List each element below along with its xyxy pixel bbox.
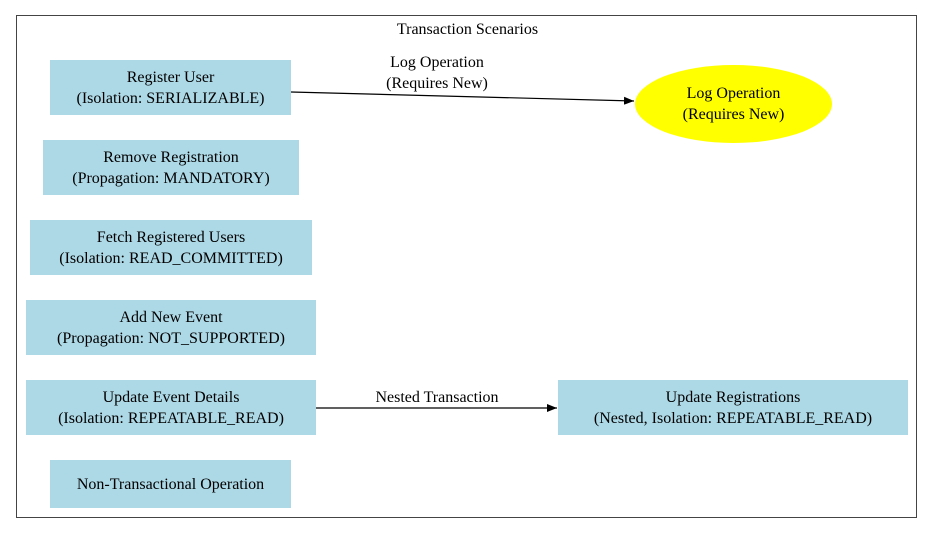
node-add-new-event[interactable]: Add New Event (Propagation: NOT_SUPPORTE… — [26, 300, 316, 355]
node-remove-registration[interactable]: Remove Registration (Propagation: MANDAT… — [43, 140, 299, 195]
node-add-new-event-line1: Add New Event — [119, 308, 223, 326]
node-fetch-registered-users-line2: (Isolation: READ_COMMITTED) — [59, 249, 283, 267]
node-log-operation-line2: (Requires New) — [682, 106, 785, 123]
node-update-event-details-line1: Update Event Details — [102, 388, 240, 406]
node-register-user-line2: (Isolation: SERIALIZABLE) — [76, 89, 265, 107]
node-update-registrations-line2: (Nested, Isolation: REPEATABLE_READ) — [593, 409, 873, 427]
node-register-user-line1: Register User — [126, 68, 215, 86]
node-update-event-details-line2: (Isolation: REPEATABLE_READ) — [58, 409, 284, 427]
node-remove-registration-line2: (Propagation: MANDATORY) — [72, 169, 270, 187]
node-log-operation-line1: Log Operation — [686, 85, 781, 102]
node-non-transactional-operation[interactable]: Non-Transactional Operation — [50, 460, 291, 508]
edge-label-nested-transaction: Nested Transaction — [375, 389, 499, 406]
edge-label-log-operation: Log Operation (Requires New) — [386, 54, 488, 92]
node-fetch-registered-users[interactable]: Fetch Registered Users (Isolation: READ_… — [30, 220, 312, 275]
node-update-event-details[interactable]: Update Event Details (Isolation: REPEATA… — [26, 380, 316, 435]
node-log-operation[interactable]: Log Operation (Requires New) — [635, 65, 832, 143]
node-fetch-registered-users-line1: Fetch Registered Users — [96, 228, 246, 246]
node-add-new-event-line2: (Propagation: NOT_SUPPORTED) — [57, 329, 285, 347]
edge-register-to-log — [290, 91, 635, 105]
node-non-transactional-operation-line1: Non-Transactional Operation — [76, 475, 265, 493]
node-remove-registration-line1: Remove Registration — [103, 148, 239, 166]
node-update-registrations[interactable]: Update Registrations (Nested, Isolation:… — [558, 380, 908, 435]
node-register-user[interactable]: Register User (Isolation: SERIALIZABLE) — [50, 60, 291, 115]
cluster-title: Transaction Scenarios — [396, 21, 539, 38]
node-update-registrations-line1: Update Registrations — [665, 388, 801, 406]
